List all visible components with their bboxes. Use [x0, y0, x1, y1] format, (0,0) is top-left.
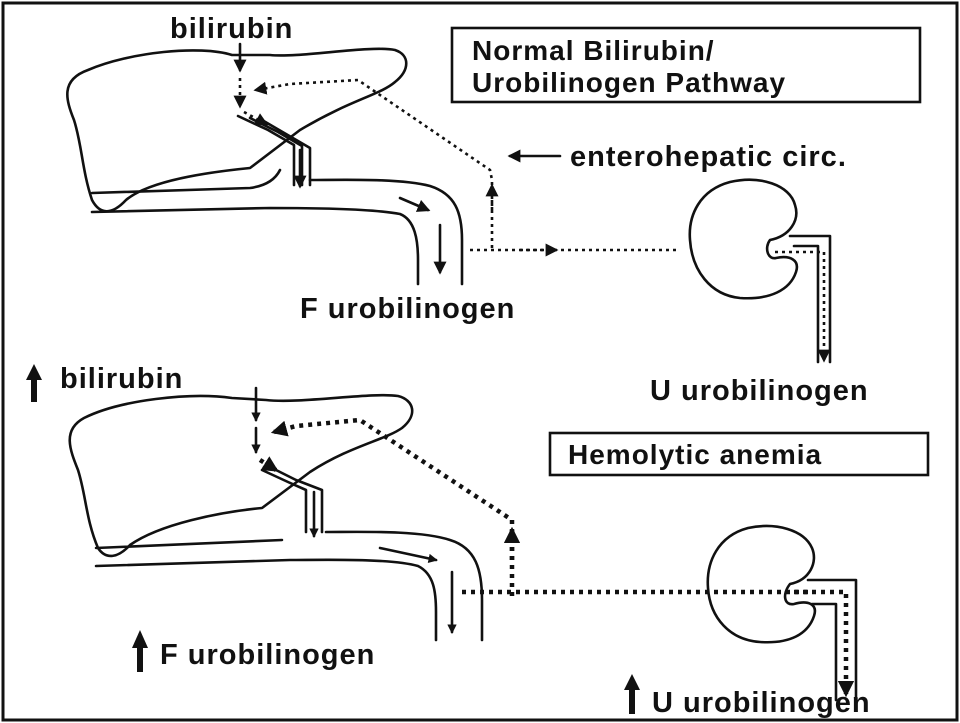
normal-pathway: Normal Bilirubin/ Urobilinogen Pathway	[67, 13, 920, 407]
bold-arrow-intestine	[380, 548, 436, 560]
ureter-inner-2	[812, 604, 836, 700]
enterohepatic-label: enterohepatic circ.	[570, 141, 847, 173]
hemolytic-bilirubin-label: bilirubin	[60, 363, 183, 395]
liver-outline	[67, 49, 406, 211]
increase-arrow-icon	[26, 364, 42, 402]
kidney-outline	[690, 180, 797, 298]
ureter-outer-2	[808, 580, 856, 700]
hemolytic-pathway: Hemolytic anemia	[26, 363, 928, 719]
enterohepatic-loop-2	[274, 420, 512, 596]
ureter-flow-2	[794, 592, 846, 694]
normal-bilirubin-label: bilirubin	[170, 13, 293, 45]
enterohepatic-loop	[256, 80, 492, 248]
intestine-flow-arrow	[400, 198, 428, 210]
normal-f-urobilinogen-label: F urobilinogen	[300, 293, 515, 325]
intestine-lower-wall-2	[96, 560, 436, 640]
hemolytic-u-urobilinogen-label: U urobilinogen	[652, 687, 871, 719]
liver-to-duct-arrow	[244, 112, 266, 124]
bold-arrow-to-duct	[260, 460, 276, 470]
intestine-upper-wall-2	[96, 532, 482, 640]
hemolytic-f-urobilinogen-label: F urobilinogen	[160, 639, 375, 671]
normal-title-line1: Normal Bilirubin/	[472, 35, 715, 66]
increase-arrow-icon	[132, 630, 148, 672]
normal-u-urobilinogen-label: U urobilinogen	[650, 375, 869, 407]
kidney-outline-2	[708, 526, 815, 642]
hemolytic-title: Hemolytic anemia	[568, 439, 822, 470]
intestine-lower-wall	[92, 208, 418, 284]
normal-title-line2: Urobilinogen Pathway	[472, 67, 786, 98]
increase-arrow-icon	[624, 674, 640, 714]
ureter-flow	[775, 252, 824, 360]
